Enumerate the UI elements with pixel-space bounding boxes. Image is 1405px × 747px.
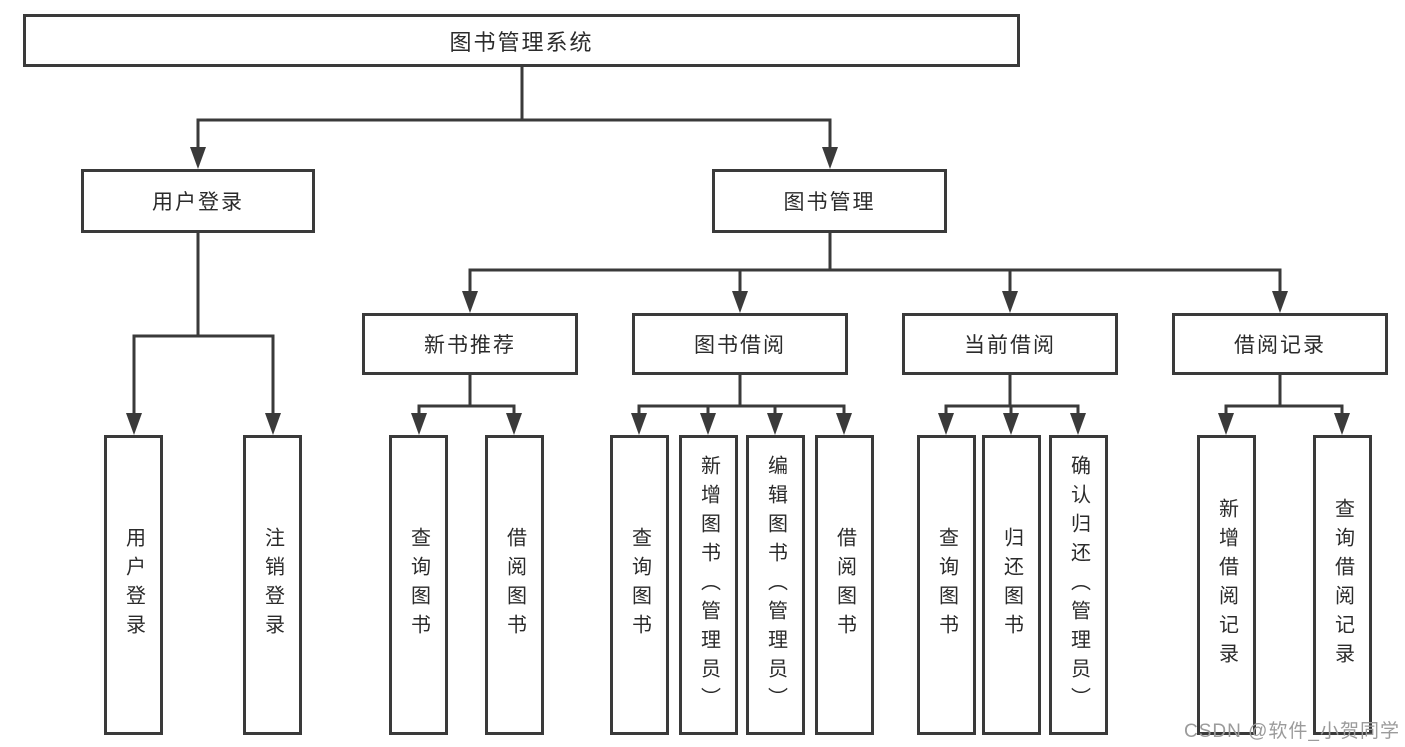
leaf-borrow-books-recommend: 借阅图书 [485,435,544,735]
arrowhead-icon [631,413,647,435]
arrowhead-icon [265,413,281,435]
arrowhead-icon [1272,291,1288,313]
connector-root-split [196,118,832,153]
connector-borrowing-records-split [1224,404,1344,414]
csdn-watermark: CSDN @软件_小贺同学 [1184,721,1400,742]
arrowhead-icon [938,413,954,435]
leaf-label: 查询借阅记录 [1331,498,1354,672]
node-label: 图书管理系统 [449,29,594,55]
leaf-label: 用户登录 [122,527,145,643]
arrowhead-icon [1218,413,1234,435]
leaf-label: 确认归还（管理员） [1067,454,1090,716]
leaf-borrow-books-borrowing: 借阅图书 [815,435,874,735]
connector-level3-split [468,268,1282,296]
arrowhead-icon [462,291,478,313]
arrowhead-icon [411,413,427,435]
leaf-edit-book-admin: 编辑图书（管理员） [746,435,805,735]
leaf-label: 注销登录 [261,527,284,643]
leaf-label: 借阅图书 [833,527,856,643]
leaf-label: 编辑图书（管理员） [764,454,787,716]
node-label: 借阅记录 [1234,334,1326,357]
leaf-user-login: 用户登录 [104,435,163,735]
node-user-login: 用户登录 [81,169,315,233]
leaf-label: 新增借阅记录 [1215,498,1238,672]
leaf-label: 查询图书 [628,527,651,643]
leaf-confirm-return-admin: 确认归还（管理员） [1049,435,1108,735]
arrowhead-icon [767,413,783,435]
connector-book-borrowing-split [637,404,846,414]
node-book-borrowing: 图书借阅 [632,313,848,375]
arrowhead-icon [1334,413,1350,435]
node-new-book-recommendation: 新书推荐 [362,313,578,375]
node-label: 图书管理 [783,191,876,214]
arrowhead-icon [1002,291,1018,313]
arrowhead-icon [126,413,142,435]
node-label: 用户登录 [152,191,244,214]
connector-user-login-split [132,334,275,414]
leaf-label: 查询图书 [935,527,958,643]
leaf-query-books-current: 查询图书 [917,435,976,735]
arrowhead-icon [700,413,716,435]
leaf-query-books-borrowing: 查询图书 [610,435,669,735]
arrowhead-icon [836,413,852,435]
leaf-label: 新增图书（管理员） [697,454,720,716]
node-book-management: 图书管理 [712,169,947,233]
leaf-return-book: 归还图书 [982,435,1041,735]
leaf-logout: 注销登录 [243,435,302,735]
node-borrowing-records: 借阅记录 [1172,313,1388,375]
node-current-borrowing: 当前借阅 [902,313,1118,375]
leaf-add-book-admin: 新增图书（管理员） [679,435,738,735]
leaf-query-books-recommend: 查询图书 [389,435,448,735]
leaf-label: 归还图书 [1000,527,1023,643]
node-label: 当前借阅 [964,334,1056,357]
leaf-add-borrow-record: 新增借阅记录 [1197,435,1256,735]
node-label: 图书借阅 [694,334,786,357]
leaf-label: 查询图书 [407,527,430,643]
arrowhead-icon [732,291,748,313]
connector-new-book-split [417,404,516,414]
node-library-management-system: 图书管理系统 [23,14,1020,67]
arrowhead-icon [1003,413,1019,435]
leaf-query-borrow-record: 查询借阅记录 [1313,435,1372,735]
leaf-label: 借阅图书 [503,527,526,643]
arrowhead-icon [506,413,522,435]
arrowhead-icon [1070,413,1086,435]
arrowhead-icon [190,147,206,169]
node-label: 新书推荐 [424,334,516,357]
arrowhead-icon [822,147,838,169]
